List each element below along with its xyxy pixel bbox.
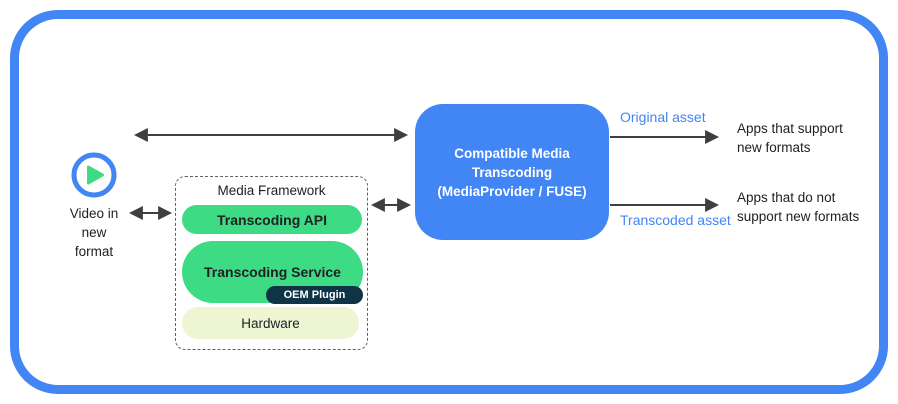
media-framework-title: Media Framework — [217, 183, 326, 198]
original-asset-label: Original asset — [620, 109, 706, 125]
hardware-pill: Hardware — [182, 307, 359, 339]
oem-plugin-pill: OEM Plugin — [266, 286, 363, 304]
compatible-media-transcoding-box: Compatible Media Transcoding (MediaProvi… — [415, 104, 609, 240]
transcoding-api-pill: Transcoding API — [182, 205, 362, 234]
media-framework-box — [175, 176, 368, 350]
play-icon — [71, 152, 117, 198]
apps-no-support-label: Apps that do not support new formats — [737, 190, 860, 224]
transcoded-asset-label: Transcoded asset — [620, 212, 731, 228]
apps-support-label: Apps that support new formats — [737, 121, 843, 155]
video-source-label: Video in new format — [69, 206, 119, 259]
